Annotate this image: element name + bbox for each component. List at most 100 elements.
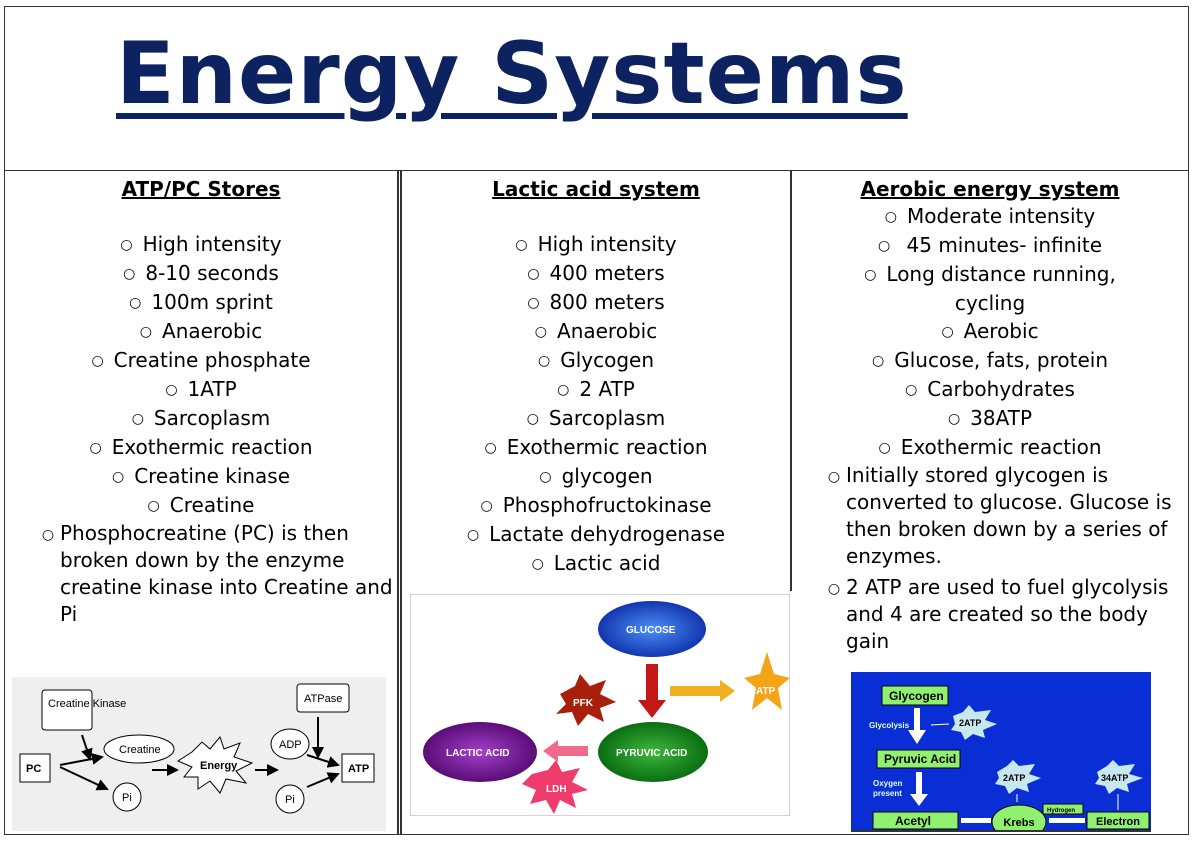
list-item: ○Initially stored glycogen is converted … xyxy=(792,462,1188,570)
list-item: ○Sarcoplasm xyxy=(6,404,396,433)
list-item-text: Anaerobic xyxy=(557,319,658,343)
list-item: ○Exothermic reaction xyxy=(792,433,1188,462)
list-item-text: Phosphofructokinase xyxy=(502,493,712,517)
bullet-icon: ○ xyxy=(147,498,160,514)
bullet-icon: ○ xyxy=(123,266,136,282)
list-item-text: Aerobic xyxy=(963,319,1039,343)
list-item: ○Lactic acid xyxy=(402,549,790,578)
label-hydrogen: Hydrogen xyxy=(1047,808,1075,814)
label-atpase: ATPase xyxy=(304,693,342,705)
list-item: ○ 800 meters xyxy=(402,288,790,317)
column-atp-pc: ATP/PC Stores ○High intensity○8-10 secon… xyxy=(6,176,396,628)
list-item-text: Anaerobic xyxy=(162,319,263,343)
label-pfk: PFK xyxy=(573,698,594,709)
list-item-text: 2 ATP xyxy=(579,377,635,401)
list-item: ○ Creatine xyxy=(6,491,396,520)
label-acetyl: Acetyl xyxy=(895,814,931,828)
list-item-text: Long distance running, cycling xyxy=(886,262,1116,315)
list-item-text: Exothermic reaction xyxy=(900,435,1102,459)
column-heading: Aerobic energy system xyxy=(860,177,1120,201)
list-item-text: 8-10 seconds xyxy=(145,261,279,285)
list-item-text: Sarcoplasm xyxy=(153,406,271,430)
bullet-icon: ○ xyxy=(41,527,55,543)
column-lactic: Lactic acid system ○ High intensity ○ 400 m… xyxy=(402,176,790,578)
atp-pc-diagram: Creatine Kinase ATPase Creatine ADP PC E… xyxy=(12,677,386,831)
bullet-icon: ○ xyxy=(827,581,841,597)
list-item-text: 1ATP xyxy=(187,377,237,401)
bullet-icon: ○ xyxy=(905,382,918,398)
list-item: ○ Exothermic reaction xyxy=(6,433,396,462)
list-item-text: Glucose, fats, protein xyxy=(894,348,1108,372)
label-present: present xyxy=(873,789,902,798)
header: Energy Systems xyxy=(4,6,1189,171)
lactic-acid-diagram: GLUCOSE PFK 2 ATP LACTIC ACID PYRUVIC AC… xyxy=(410,594,790,816)
label-adp: ADP xyxy=(279,739,302,751)
bullet-icon: ○ xyxy=(527,295,540,311)
list-item-text: Lactic acid xyxy=(553,551,661,575)
page-title: Energy Systems xyxy=(116,24,908,124)
label-atp: ATP xyxy=(348,763,369,775)
list-item-text: 38ATP xyxy=(970,406,1033,430)
bullet-icon: ○ xyxy=(91,353,104,369)
label-creatine: Creatine xyxy=(119,744,161,756)
list-item-text: Exothermic reaction xyxy=(111,435,313,459)
label-glycogen: Glycogen xyxy=(889,689,944,703)
list-item: ○ 2 ATP xyxy=(402,375,790,404)
bullet-icon: ○ xyxy=(129,295,142,311)
bullet-icon: ○ xyxy=(534,324,548,340)
list-item-text: Lactate dehydrogenase xyxy=(489,522,726,546)
list-item: ○Glycogen xyxy=(402,346,790,375)
list-item-text: Sarcoplasm xyxy=(548,406,666,430)
label-glucose: GLUCOSE xyxy=(626,625,676,636)
list-item: ○ Carbohydrates xyxy=(792,375,1188,404)
bullet-icon: ○ xyxy=(484,440,497,456)
page-frame xyxy=(4,6,1189,835)
list-item: ○ 400 meters xyxy=(402,259,790,288)
bullet-icon: ○ xyxy=(557,382,570,398)
list-item: ○High intensity xyxy=(6,230,396,259)
label-2atp: 2ATP xyxy=(959,718,981,728)
list-item: ○Aerobic xyxy=(792,317,1188,346)
label-pi: Pi xyxy=(285,794,295,806)
list-item: ○ Phosphocreatine (PC) is then broken do… xyxy=(6,520,396,628)
bullet-icon: ○ xyxy=(872,353,885,369)
label-pyruvic-acid: Pyruvic Acid xyxy=(884,752,956,766)
list-item: ○ Creatine phosphate xyxy=(6,346,396,375)
bullet-icon: ○ xyxy=(480,498,493,514)
list-item-text: 400 meters xyxy=(549,261,665,285)
list-item-text: 45 minutes- infinite xyxy=(900,233,1103,257)
list-item: ○Creatine kinase xyxy=(6,462,396,491)
list-item: ○ High intensity xyxy=(402,230,790,259)
list-item: ○2 ATP are used to fuel glycolysis and 4… xyxy=(792,574,1188,655)
list-item: ○Sarcoplasm xyxy=(402,404,790,433)
label-glycolysis: Glycolysis xyxy=(869,721,910,730)
list-item-text: Creatine phosphate xyxy=(113,348,311,372)
list-item-text: Carbohydrates xyxy=(927,377,1075,401)
bullet-icon: ○ xyxy=(515,237,528,253)
list-item: ○ Long distance running, cycling xyxy=(792,260,1188,317)
bullet-icon: ○ xyxy=(877,238,891,254)
bullet-icon: ○ xyxy=(864,267,877,283)
list-item: ○38ATP xyxy=(792,404,1188,433)
bullet-icon: ○ xyxy=(827,469,841,485)
bullet-icon: ○ xyxy=(89,440,102,456)
list-item: ○1ATP xyxy=(6,375,396,404)
list-item-text: Creatine xyxy=(169,493,255,517)
list-item-text: 800 meters xyxy=(549,290,665,314)
bullet-icon: ○ xyxy=(466,527,480,543)
label-electron: Electron xyxy=(1096,816,1140,828)
list-item: ○ 45 minutes- infinite xyxy=(792,231,1188,260)
column-heading: Lactic acid system xyxy=(492,177,700,201)
bullet-icon: ○ xyxy=(139,324,153,340)
column-heading: ATP/PC Stores xyxy=(121,177,281,201)
bullet-icon: ○ xyxy=(527,266,540,282)
list-item-text: Exothermic reaction xyxy=(506,435,708,459)
aerobic-diagram: Glycogen Glycolysis 2ATP Pyruvic Acid Ox… xyxy=(851,672,1151,832)
list-item-text: Moderate intensity xyxy=(907,204,1096,228)
list-item-text: Creatine kinase xyxy=(134,464,291,488)
label-pyruvic-acid: PYRUVIC ACID xyxy=(616,748,687,759)
bullet-icon: ○ xyxy=(537,353,551,369)
list-item-text: 100m sprint xyxy=(151,290,273,314)
list-item-text: High intensity xyxy=(142,232,282,256)
list-item-text: High intensity xyxy=(537,232,677,256)
